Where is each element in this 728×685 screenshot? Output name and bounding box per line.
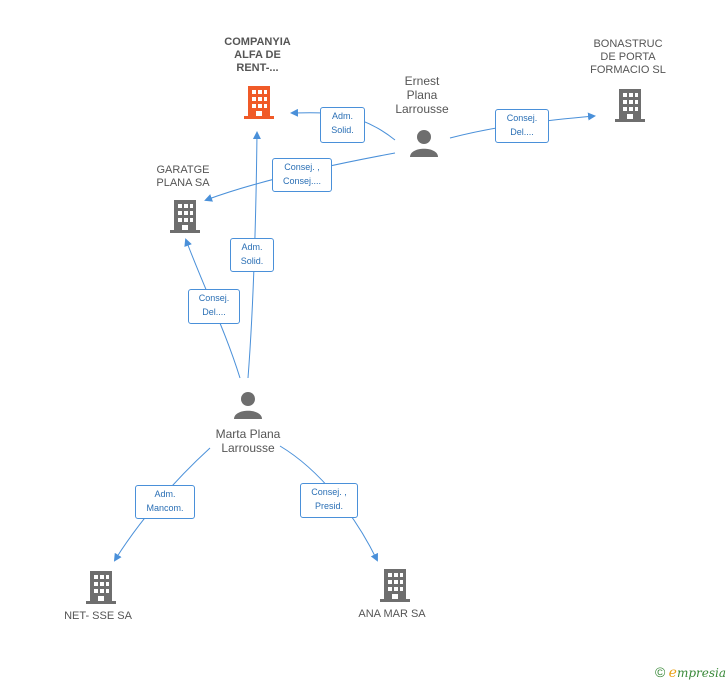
edge-label-ernest-garatge[interactable]: Consej. , Consej.... [272,158,332,192]
edge-label-line1: Consej. , [284,162,320,172]
brand-initial: e [668,665,677,681]
building-icon[interactable] [615,87,645,123]
edge-label-marta-garatge[interactable]: Consej. Del.... [188,289,240,324]
edge-label-line2: Solid. [240,256,264,266]
edge-label-line1: Adm. [154,489,176,499]
building-icon[interactable] [170,198,200,234]
edge-label-line1: Adm. [331,111,353,121]
edge-label-line1: Consej. , [311,487,347,497]
node-label-netsse[interactable]: NET- SSE SA [64,610,132,622]
building-icon[interactable] [244,84,274,120]
node-label-garatge[interactable]: GARATGE PLANA SA [156,164,210,189]
person-icon[interactable] [233,390,263,420]
copyright-symbol: © [654,664,666,680]
empresia-watermark: © empresia [655,664,726,681]
building-icon[interactable] [86,569,116,605]
edge-label-line2: Del.... [510,127,534,137]
edge-label-line1: Consej. [506,113,538,123]
brand-rest: mpresia [676,666,726,680]
node-label-marta[interactable]: Marta Plana Larrousse [215,427,281,455]
node-label-companyia[interactable]: COMPANYIA ALFA DE RENT-... [224,36,291,74]
edge-label-line1: Adm. [241,242,263,252]
edge-label-line2: Mancom. [146,503,184,513]
edge-label-line2: Del.... [202,307,226,317]
edge-label-marta-netsse[interactable]: Adm. Mancom. [135,485,195,519]
person-icon[interactable] [409,128,439,158]
edge-label-ernest-bonastruc[interactable]: Consej. Del.... [495,109,549,143]
building-icon[interactable] [380,567,410,603]
edge-label-marta-anamar[interactable]: Consej. , Presid. [300,483,358,518]
node-label-ernest[interactable]: Ernest Plana Larrousse [395,74,449,116]
node-label-bonastruc[interactable]: BONASTRUC DE PORTA FORMACIO SL [590,38,666,76]
edge-label-line2: Consej.... [282,176,322,186]
node-label-anamar[interactable]: ANA MAR SA [358,608,426,620]
brand-logo: empresia [668,665,726,681]
edge-label-line2: Presid. [314,501,343,511]
edge-label-line2: Solid. [331,125,354,135]
edge-label-ernest-companyia[interactable]: Adm. Solid. [320,107,365,143]
edge-label-line1: Consej. [198,293,230,303]
edge-label-marta-companyia[interactable]: Adm. Solid. [230,238,274,272]
